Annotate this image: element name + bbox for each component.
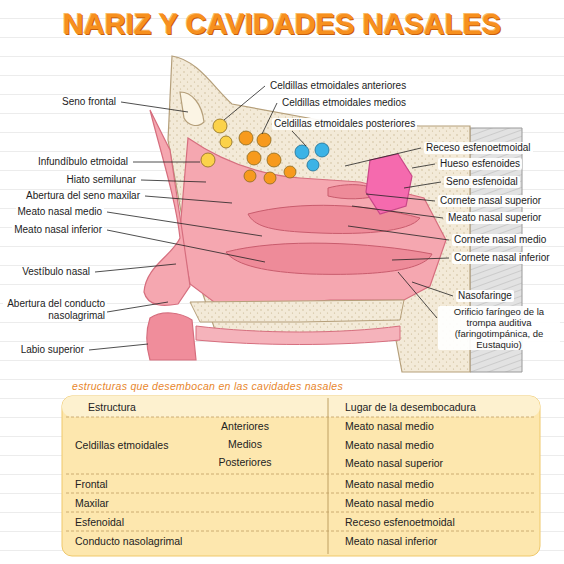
- inferior-concha: [226, 243, 432, 274]
- external-nose: [144, 110, 190, 305]
- table-panel: [62, 396, 540, 556]
- part-label: Cornete nasal inferior: [452, 252, 552, 264]
- table-cell: Meato nasal medio: [345, 420, 434, 432]
- table-cell: Maxilar: [75, 497, 109, 509]
- table-cell: Receso esfenoetmoidal: [345, 516, 455, 528]
- sphenoid-sinus: [366, 154, 412, 214]
- frontal-sinus: [180, 92, 204, 125]
- leader-lines: [89, 86, 453, 350]
- part-label: Abertura del conducto nasolagrimal: [3, 298, 107, 322]
- nasal-cavity: [180, 138, 446, 306]
- part-label: Orificio faríngeo de la trompa auditiva …: [438, 306, 560, 350]
- table-cell: Frontal: [75, 478, 108, 490]
- part-label: Celdillas etmoidales medios: [280, 97, 408, 109]
- part-label: Cornete nasal superior: [438, 195, 543, 207]
- part-label: Labio superior: [19, 344, 86, 356]
- table-cell: Meato nasal inferior: [345, 535, 437, 547]
- table-cell: Medios: [205, 438, 285, 450]
- table-cell: Esfenoidal: [75, 516, 124, 528]
- part-label: Infundíbulo etmoidal: [36, 156, 130, 168]
- part-label: Meato nasal superior: [446, 212, 543, 224]
- part-label: Meato nasal inferior: [12, 224, 104, 236]
- page-title: NARIZ Y CAVIDADES NASALES: [0, 6, 564, 42]
- part-label: Celdillas etmoidales anteriores: [268, 80, 408, 92]
- table-subtitle: estructuras que desembocan en las cavida…: [72, 380, 343, 392]
- table-cell: Posteriores: [205, 456, 285, 468]
- table-cell: Meato nasal medio: [345, 439, 434, 451]
- table-cell: Meato nasal medio: [345, 497, 434, 509]
- part-label: Nasofaringe: [456, 290, 514, 302]
- part-label: Hueso esfenoides: [438, 158, 522, 170]
- table-cell: Conducto nasolagrimal: [75, 535, 182, 547]
- table-cell: Meato nasal medio: [345, 478, 434, 490]
- part-label: Hiato semilunar: [65, 174, 138, 186]
- part-label: Vestíbulo nasal: [20, 266, 92, 278]
- hard-palate: [190, 300, 404, 322]
- table-heading: Lugar de la desembocadura: [345, 401, 476, 413]
- upper-lip: [147, 313, 196, 360]
- table-cell: Meato nasal superior: [345, 457, 443, 469]
- part-label: Cornete nasal medio: [452, 234, 548, 246]
- part-label: Meato nasal medio: [16, 206, 105, 218]
- table-heading: Estructura: [88, 401, 136, 413]
- part-label: Seno frontal: [60, 96, 118, 108]
- part-label: Receso esfenoetmoidal: [424, 142, 533, 154]
- mouth-roof: [196, 326, 400, 345]
- table-cell: Celdillas etmoidales: [75, 439, 168, 451]
- part-label: Seno esfenoidal: [444, 176, 520, 188]
- table-cell: Anteriores: [205, 420, 285, 432]
- skull-bone: [168, 56, 470, 372]
- part-label: Celdillas etmoidales posteriores: [272, 118, 417, 130]
- part-label: Abertura del seno maxilar: [24, 190, 142, 202]
